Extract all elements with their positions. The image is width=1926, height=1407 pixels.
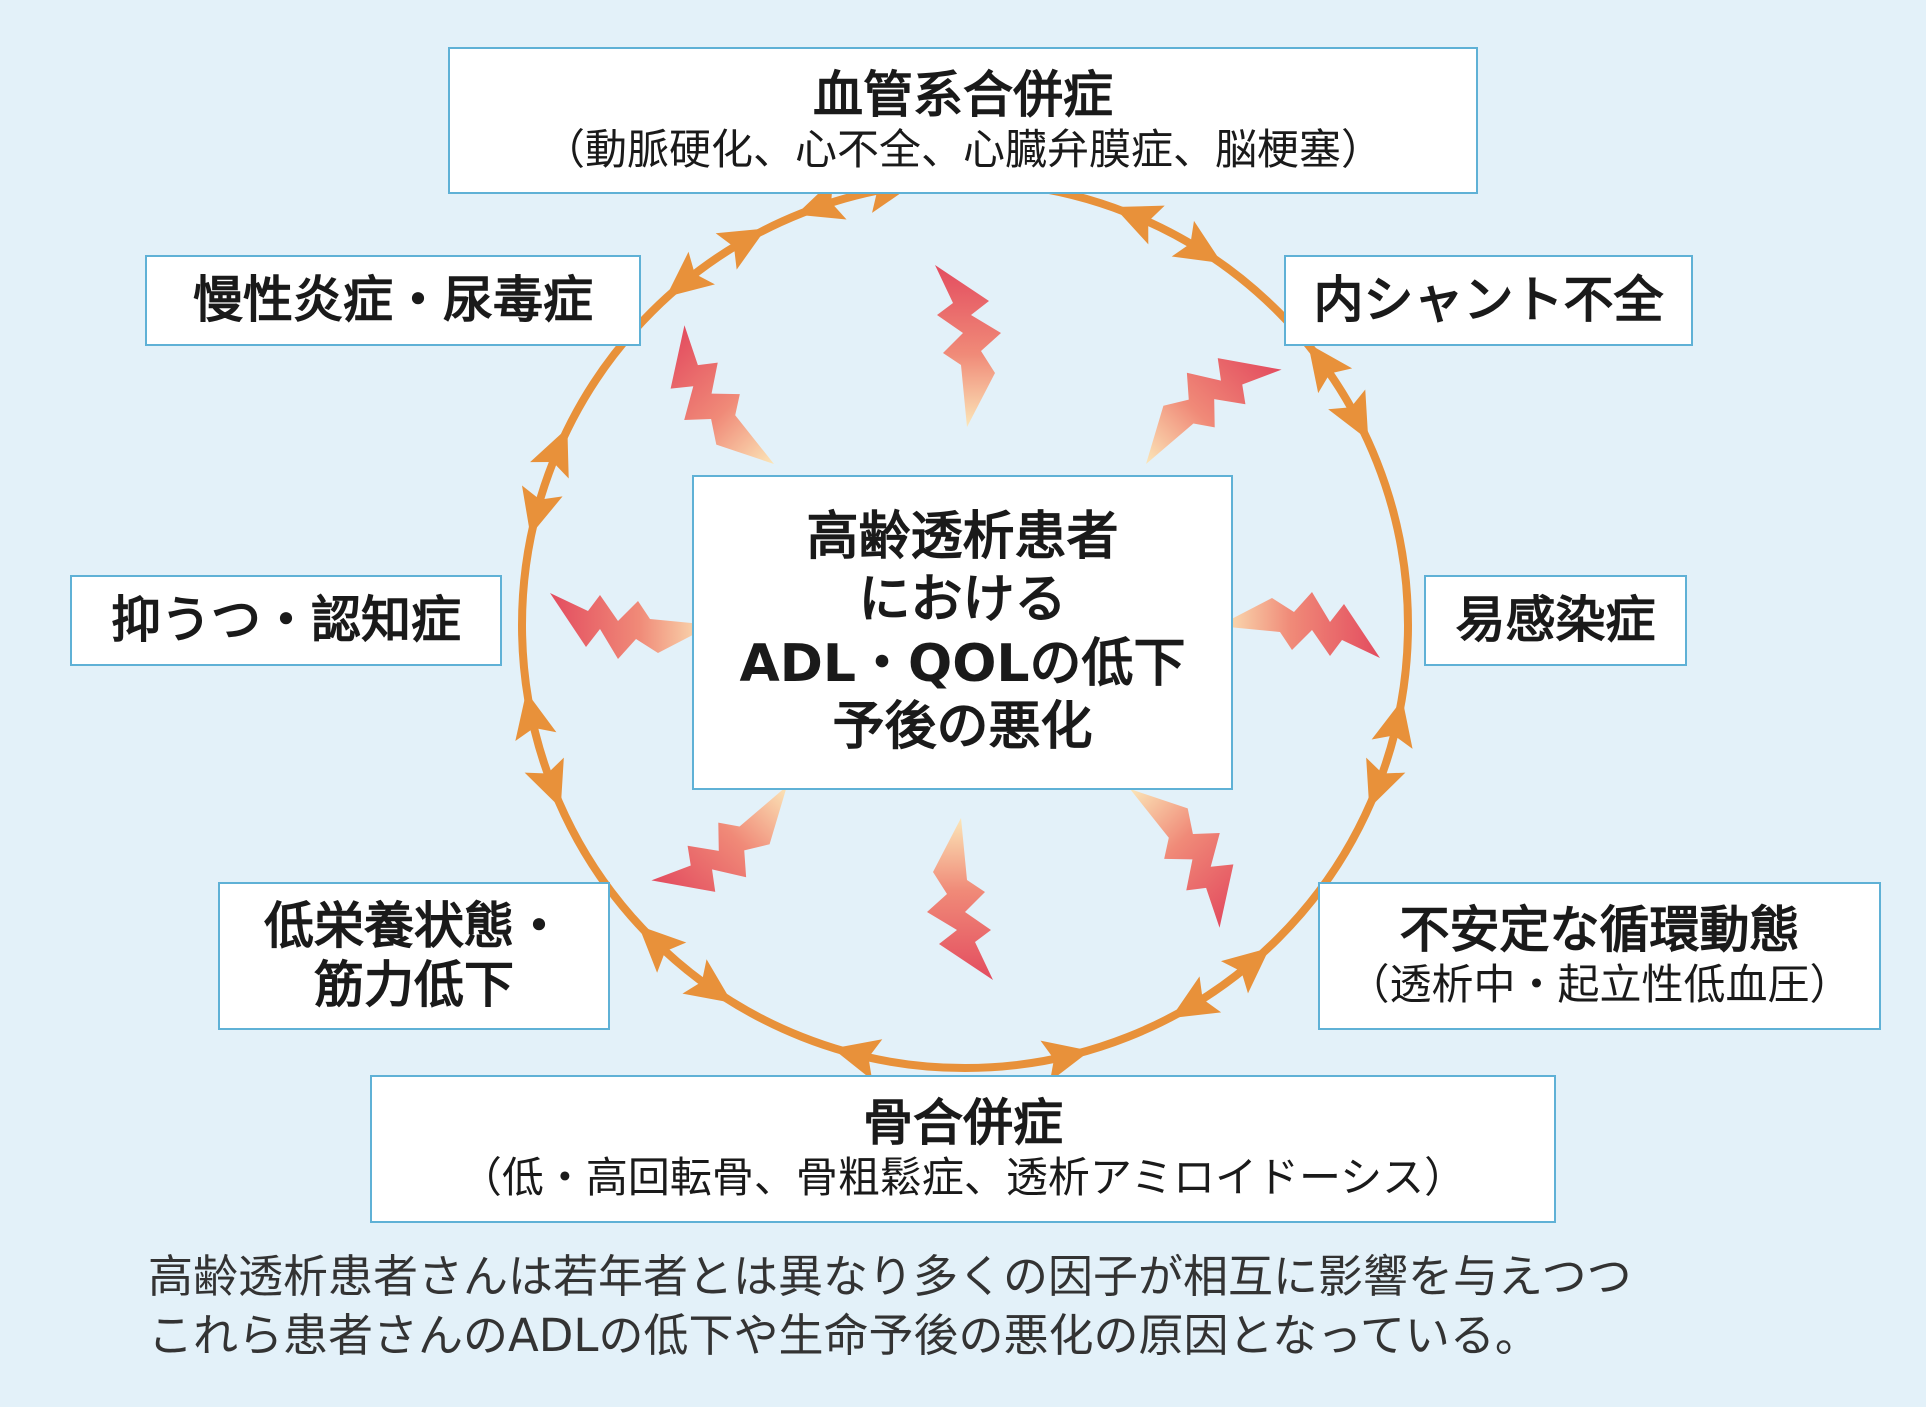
cycle-arrowhead-icon: [524, 757, 564, 809]
caption: 高齢透析患者さんは若年者とは異なり多くの因子が相互に影響を与えつつ これら患者さ…: [148, 1248, 1848, 1365]
factor-hemodynamics-detail: （透析中・起立性低血圧）: [1347, 960, 1852, 1010]
factor-bone-title: 骨合併症: [863, 1094, 1063, 1153]
factor-nutrition-title-line1: 低栄養状態・: [264, 897, 564, 955]
lightning-bolt-icon: [1130, 789, 1234, 928]
factor-inflammation-box: 慢性炎症・尿毒症: [145, 255, 641, 346]
cycle-arrowhead-icon: [1114, 205, 1165, 245]
lightning-bolt-icon: [935, 265, 1001, 427]
cycle-arrowhead-icon: [1170, 976, 1222, 1019]
cycle-arrowhead-icon: [1308, 343, 1353, 394]
factor-infection-box: 易感染症: [1424, 575, 1687, 666]
lightning-bolt-icon: [670, 325, 774, 464]
cycle-arrowhead-icon: [638, 925, 687, 973]
caption-line-2: これら患者さんのADLの低下や生命予後の悪化の原因となっている。: [148, 1308, 1540, 1362]
cycle-arrowhead-icon: [1328, 389, 1369, 440]
factor-inflammation-title: 慢性炎症・尿毒症: [193, 271, 593, 329]
factor-vascular-detail: （動脈硬化、心不全、心臓弁膜症、脳梗塞）: [542, 124, 1383, 174]
cycle-arrowhead-icon: [1220, 947, 1270, 994]
center-line-4: 予後の悪化: [832, 696, 1093, 757]
lightning-bolt-icon: [1218, 592, 1380, 658]
factor-nutrition-box: 低栄養状態・ 筋力低下: [218, 882, 610, 1030]
factor-vascular-box: 血管系合併症 （動脈硬化、心不全、心臓弁膜症、脳梗塞）: [448, 47, 1478, 194]
cycle-arrowhead-icon: [682, 959, 733, 1003]
factor-hemodynamics-box: 不安定な循環動態 （透析中・起立性低血圧）: [1318, 882, 1881, 1030]
factor-depression-title: 抑うつ・認知症: [111, 591, 461, 649]
lightning-bolt-icon: [1146, 358, 1282, 464]
cycle-arrowhead-icon: [1171, 220, 1222, 264]
factor-shunt-title: 内シャント不全: [1313, 271, 1664, 329]
lightning-bolt-icon: [550, 593, 712, 659]
factor-shunt-box: 内シャント不全: [1284, 255, 1693, 346]
caption-line-1: 高齢透析患者さんは若年者とは異なり多くの因子が相互に影響を与えつつ: [148, 1250, 1632, 1303]
cycle-arrowhead-icon: [521, 485, 563, 536]
factor-bone-detail: （低・高回転骨、骨粗鬆症、透析アミロイドーシス）: [459, 1153, 1467, 1203]
cycle-arrowhead-icon: [832, 1039, 883, 1081]
lightning-bolt-icon: [927, 818, 993, 980]
factor-bone-box: 骨合併症 （低・高回転骨、骨粗鬆症、透析アミロイドーシス）: [370, 1075, 1556, 1223]
impact-bolts: [550, 265, 1380, 980]
cycle-arrowhead-icon: [1371, 699, 1413, 749]
factor-depression-box: 抑うつ・認知症: [70, 575, 502, 666]
factor-infection-title: 易感染症: [1455, 591, 1656, 649]
center-line-2: における: [858, 570, 1067, 631]
center-line-3: ADL・QOLの低下: [739, 633, 1186, 694]
cycle-arrowheads: [515, 171, 1413, 1082]
cycle-arrowhead-icon: [665, 251, 715, 298]
lightning-bolt-icon: [651, 786, 787, 892]
cycle-arrowhead-icon: [796, 179, 847, 220]
cycle-arrowhead-icon: [1040, 1040, 1091, 1082]
factor-vascular-title: 血管系合併症: [813, 65, 1113, 124]
factor-hemodynamics-title: 不安定な循環動態: [1399, 901, 1800, 960]
cycle-arrowhead-icon: [715, 228, 767, 270]
center-line-1: 高齢透析患者: [806, 506, 1119, 567]
cycle-arrowhead-icon: [515, 691, 557, 742]
cycle-arrowhead-icon: [530, 427, 569, 479]
center-outcome-box: 高齢透析患者 における ADL・QOLの低下 予後の悪化: [692, 475, 1233, 790]
factor-nutrition-title-line2: 筋力低下: [314, 956, 514, 1014]
cycle-arrowhead-icon: [1366, 757, 1406, 809]
